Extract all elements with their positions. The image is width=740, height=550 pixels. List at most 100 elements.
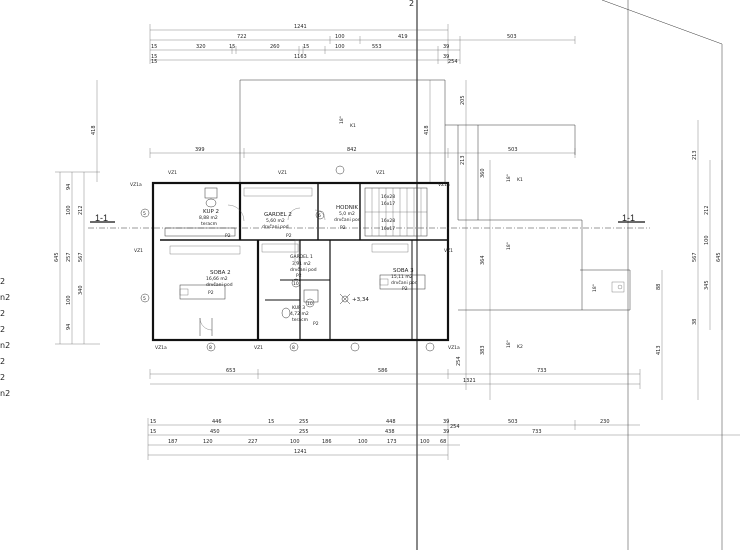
svg-text:94: 94 — [66, 184, 72, 190]
svg-text:VZ1a: VZ1a — [130, 182, 142, 188]
svg-text:5,0 m2: 5,0 m2 — [339, 211, 355, 217]
svg-text:586: 586 — [378, 368, 388, 374]
svg-text:733: 733 — [532, 429, 542, 435]
svg-text:5: 5 — [143, 211, 146, 217]
wardrobe-hatch — [169, 187, 409, 255]
svg-text:653: 653 — [226, 368, 236, 374]
svg-text:567: 567 — [78, 252, 84, 262]
svg-text:18°: 18° — [506, 340, 512, 348]
svg-text:39: 39 — [443, 429, 449, 435]
svg-text:2: 2 — [0, 277, 5, 286]
svg-text:4,72 m2: 4,72 m2 — [290, 311, 309, 317]
svg-text:1163: 1163 — [294, 54, 307, 60]
svg-text:8: 8 — [209, 345, 212, 351]
svg-text:255: 255 — [299, 419, 309, 425]
svg-text:257: 257 — [66, 252, 72, 262]
svg-text:VZ1: VZ1 — [168, 170, 177, 176]
svg-text:18°: 18° — [592, 284, 598, 292]
svg-text:15,11 m2: 15,11 m2 — [391, 274, 413, 280]
room-labels: KUP 2 8,88 m2 teracm GARDEL 2 5,60 m2 dr… — [199, 205, 418, 323]
svg-text:254: 254 — [448, 59, 458, 65]
svg-text:18°: 18° — [506, 242, 512, 250]
svg-text:2: 2 — [0, 357, 5, 366]
svg-text:345: 345 — [704, 280, 710, 290]
svg-text:100: 100 — [335, 34, 345, 40]
svg-text:1321: 1321 — [463, 378, 476, 384]
svg-text:645: 645 — [54, 252, 60, 262]
svg-text:16x17: 16x17 — [381, 201, 395, 207]
left-dimension-chains: 418 94 100 212 645 257 567 340 100 94 — [54, 80, 100, 345]
fixtures — [164, 187, 426, 336]
svg-text:drvčani pod: drvčani pod — [290, 266, 317, 273]
svg-text:503: 503 — [507, 34, 517, 40]
svg-text:KUP 2: KUP 2 — [203, 209, 219, 215]
svg-text:15: 15 — [151, 59, 157, 65]
svg-text:100: 100 — [335, 44, 345, 50]
svg-text:15: 15 — [151, 44, 157, 50]
svg-text:187: 187 — [168, 439, 178, 445]
svg-text:GARDEL 1: GARDEL 1 — [290, 254, 313, 260]
svg-text:645: 645 — [716, 252, 722, 262]
svg-text:8,88 m2: 8,88 m2 — [199, 215, 218, 221]
svg-text:448: 448 — [386, 419, 396, 425]
svg-text:419: 419 — [398, 34, 408, 40]
svg-text:10: 10 — [307, 301, 313, 307]
svg-text:227: 227 — [248, 439, 258, 445]
right-dimension-chains: 213 212 100 567 645 345 88 413 38 418 20… — [424, 80, 723, 400]
svg-text:18°: 18° — [506, 174, 512, 182]
svg-text:P2: P2 — [286, 233, 292, 239]
svg-text:P2: P2 — [208, 290, 214, 296]
svg-text:186: 186 — [322, 439, 332, 445]
svg-text:+3,34: +3,34 — [352, 297, 369, 303]
svg-text:212: 212 — [78, 205, 84, 215]
section-label-right: 1-1 — [622, 213, 635, 223]
svg-text:438: 438 — [385, 429, 395, 435]
skew-line-far — [601, 0, 723, 45]
markers: P2 P2 P2 P2 P2 P2 P2 VZ1a VZ1 VZ1 VZ1 VZ… — [130, 116, 598, 352]
svg-text:39: 39 — [443, 54, 449, 60]
edge-label: 2 — [409, 0, 414, 8]
svg-text:418: 418 — [424, 125, 430, 135]
svg-text:553: 553 — [372, 44, 382, 50]
svg-text:68: 68 — [440, 439, 446, 445]
svg-text:260: 260 — [270, 44, 280, 50]
svg-text:2: 2 — [0, 309, 5, 318]
svg-text:drvčani pod: drvčani pod — [206, 281, 233, 288]
svg-text:VZ1a: VZ1a — [448, 345, 460, 351]
svg-text:5,60 m2: 5,60 m2 — [266, 218, 285, 224]
svg-text:399: 399 — [195, 147, 205, 153]
svg-text:6: 6 — [318, 213, 321, 219]
elevation-mark: +3,34 — [339, 293, 369, 305]
svg-text:15: 15 — [151, 54, 157, 60]
svg-text:VZ1: VZ1 — [134, 248, 143, 254]
svg-text:K1: K1 — [517, 177, 523, 183]
svg-text:18°: 18° — [339, 116, 345, 124]
svg-text:205: 205 — [460, 95, 466, 105]
svg-text:GARDEL 2: GARDEL 2 — [264, 212, 292, 218]
svg-text:733: 733 — [537, 368, 547, 374]
svg-text:230: 230 — [600, 419, 610, 425]
svg-text:320: 320 — [196, 44, 206, 50]
svg-text:450: 450 — [210, 429, 220, 435]
svg-text:39: 39 — [443, 419, 449, 425]
svg-text:n2: n2 — [0, 389, 10, 398]
svg-text:173: 173 — [387, 439, 397, 445]
svg-text:P2: P2 — [340, 225, 346, 231]
svg-text:100: 100 — [420, 439, 430, 445]
svg-text:120: 120 — [203, 439, 213, 445]
svg-text:15: 15 — [268, 419, 274, 425]
section-cut-1-1: 1-1 1-1 — [88, 213, 650, 229]
svg-text:1241: 1241 — [294, 24, 307, 30]
bottom-dimension-chains: 653 586 733 1321 254 15 446 15 255 448 3… — [147, 356, 740, 460]
svg-text:P2: P2 — [296, 273, 302, 279]
svg-text:16x28: 16x28 — [381, 218, 395, 224]
svg-text:K1: K1 — [350, 123, 356, 129]
svg-text:842: 842 — [347, 147, 357, 153]
svg-text:VZ1: VZ1 — [254, 345, 263, 351]
svg-text:15: 15 — [303, 44, 309, 50]
svg-text:88: 88 — [656, 284, 662, 290]
svg-text:413: 413 — [656, 345, 662, 355]
svg-text:38: 38 — [692, 319, 698, 325]
svg-text:100: 100 — [358, 439, 368, 445]
svg-text:2: 2 — [0, 373, 5, 382]
